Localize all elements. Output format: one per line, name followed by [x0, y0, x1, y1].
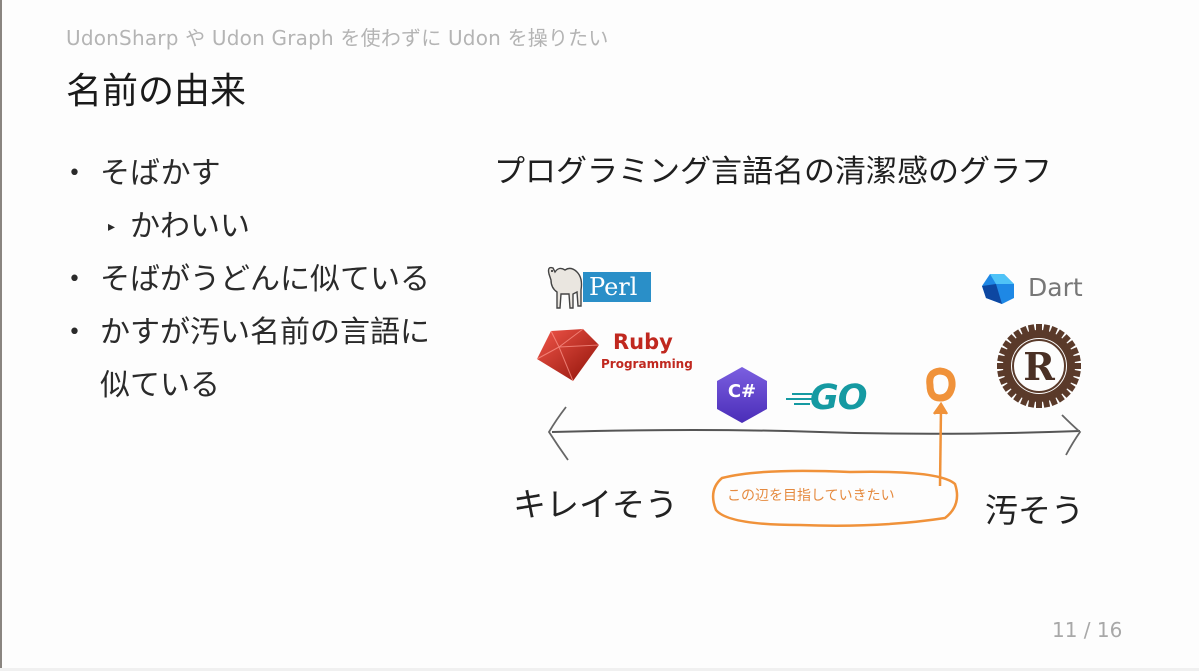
dart-logo: Dart: [978, 271, 1098, 307]
axis-line: [551, 429, 1081, 435]
left-arrowhead-icon: [547, 406, 569, 461]
csharp-hexagon-icon: [717, 367, 767, 423]
perl-label: Perl: [583, 272, 651, 302]
go-logo: GO: [784, 378, 884, 418]
bullet-list: そばかす かわいい そばがうどんに似ている かすが汚い名前の言語に 似ている: [66, 147, 430, 412]
dart-label: Dart: [1028, 273, 1083, 302]
target-marker-icon: [926, 367, 956, 402]
bullet-item: そばがうどんに似ている: [66, 253, 430, 306]
ruby-logo: Ruby Programming: [533, 325, 693, 385]
bullet-item: そばかす: [66, 147, 430, 200]
callout-text: この辺を目指していきたい: [727, 488, 895, 504]
bullet-item: かすが汚い名前の言語に: [66, 306, 430, 359]
bullet-continuation: 似ている: [100, 368, 220, 403]
callout-arrowhead-icon: [932, 401, 949, 415]
csharp-label: C#: [727, 381, 757, 402]
ruby-gem-icon: [536, 328, 600, 382]
page-number: 11 / 16: [1052, 618, 1123, 642]
perl-logo: Perl: [543, 262, 653, 312]
ruby-label: Ruby: [613, 330, 673, 354]
rust-logo: R: [995, 322, 1083, 410]
slide-subtitle: UdonSharp や Udon Graph を使わずに Udon を操りたい: [66, 26, 609, 50]
dart-logo-icon: [982, 274, 1014, 304]
slide-title: 名前の由来: [66, 71, 247, 112]
sub-bullet-item: かわいい: [66, 200, 430, 254]
axis-label-dirty: 汚そう: [985, 491, 1084, 530]
perl-camel-icon: [547, 266, 583, 309]
axis-label-clean: キレイそう: [513, 485, 678, 524]
ruby-sublabel: Programming: [601, 357, 693, 371]
go-label: GO: [810, 378, 867, 418]
slide-left-edge: [0, 0, 2, 671]
go-speed-lines-icon: [786, 393, 812, 405]
slide-bottom-edge: [0, 668, 1199, 671]
callout-ellipse: [711, 469, 959, 527]
rust-gear-icon: R: [997, 324, 1081, 408]
right-arrowhead-icon: [1061, 414, 1082, 456]
svg-text:R: R: [1023, 344, 1055, 389]
graph-title: プログラミング言語名の清潔感のグラフ: [494, 154, 1052, 190]
callout-arrow: [938, 407, 943, 487]
csharp-logo: C#: [712, 365, 772, 425]
